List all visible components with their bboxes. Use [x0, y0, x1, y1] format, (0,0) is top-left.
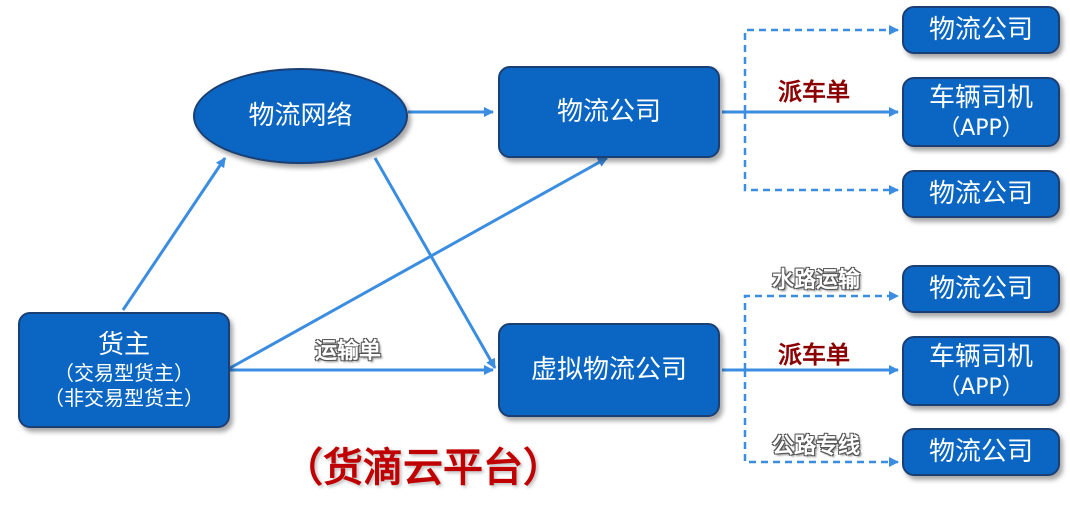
shipper-title: 货主	[97, 329, 150, 360]
virtual-company-node: 虚拟物流公司	[498, 323, 720, 417]
bottom-driver-app: （APP）	[938, 374, 1024, 400]
transport-order-label: 运输单	[315, 338, 382, 364]
bottom-company-1-node: 物流公司	[902, 265, 1060, 313]
bottom-driver-node: 车辆司机 （APP）	[902, 336, 1060, 406]
highway-line-label: 公路专线	[772, 433, 861, 459]
bottom-company-1-label: 物流公司	[928, 273, 1033, 304]
top-company-2-node: 物流公司	[902, 170, 1060, 218]
bottom-company-2-node: 物流公司	[902, 428, 1060, 476]
network-label: 物流网络	[248, 100, 353, 131]
dispatch-order-label-top: 派车单	[778, 77, 850, 106]
dashed-branch-bottom-2	[743, 370, 899, 467]
top-driver-node: 车辆司机 （APP）	[902, 77, 1060, 147]
top-company-1-label: 物流公司	[928, 14, 1033, 45]
dashed-branch-bottom-1	[743, 291, 899, 370]
shipper-type-trade: （交易型货主）	[54, 361, 194, 386]
shipper-node: 货主 （交易型货主） （非交易型货主）	[18, 312, 230, 428]
arrow-network-to-virtual	[373, 157, 497, 369]
arrow-shipper-to-company	[229, 156, 608, 370]
top-company-1-node: 物流公司	[902, 6, 1060, 54]
dispatch-order-label-bottom: 派车单	[778, 340, 850, 369]
virtual-company-label: 虚拟物流公司	[530, 354, 687, 385]
company-main-label: 物流公司	[556, 96, 661, 127]
shipper-type-nontrade: （非交易型货主）	[44, 386, 204, 411]
arrow-shipper-to-network	[121, 157, 227, 311]
bottom-company-2-label: 物流公司	[928, 436, 1033, 467]
waterway-transport-label: 水路运输	[772, 267, 861, 293]
dashed-branch-top-2	[743, 112, 899, 195]
bottom-driver-title: 车辆司机	[928, 342, 1033, 372]
platform-title: （货滴云平台）	[283, 445, 563, 491]
top-driver-app: （APP）	[938, 115, 1024, 141]
company-main-node: 物流公司	[498, 66, 720, 158]
network-node: 物流网络	[193, 68, 408, 164]
top-company-2-label: 物流公司	[928, 178, 1033, 209]
top-driver-title: 车辆司机	[928, 83, 1033, 113]
dashed-branch-top-1	[743, 25, 899, 112]
